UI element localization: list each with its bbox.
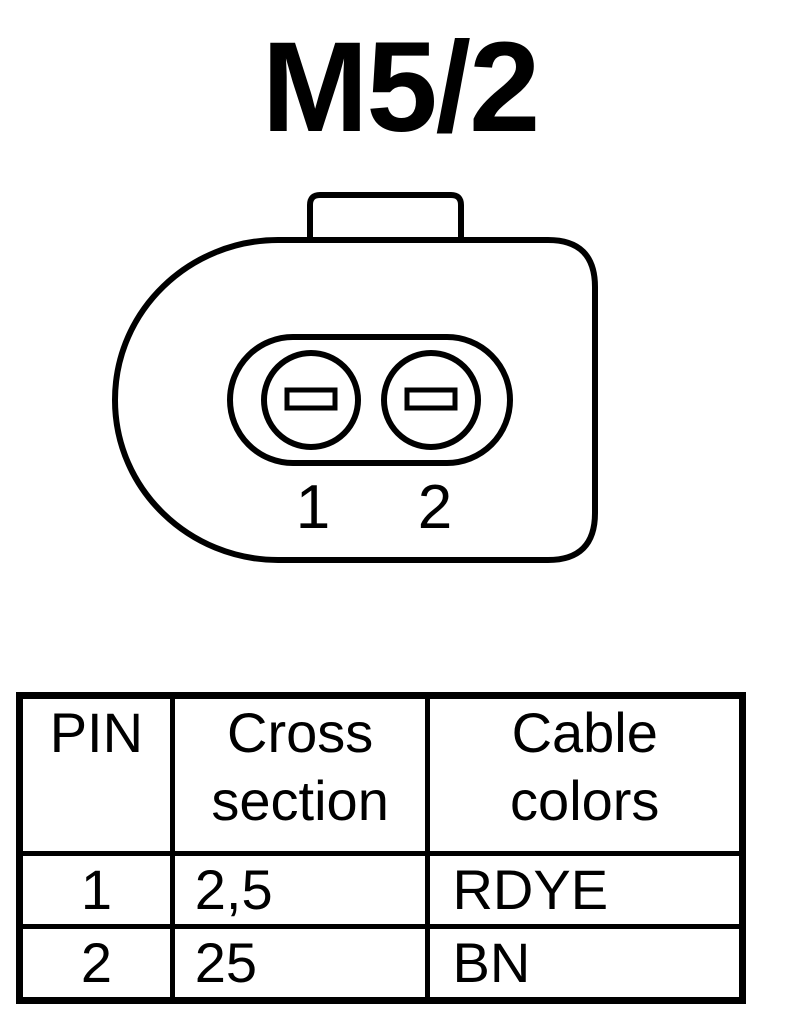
- header-cross-section: Cross section: [169, 693, 431, 856]
- row-2-cable-color: BN: [425, 924, 745, 1003]
- connector-socket-oval: [227, 334, 513, 466]
- pin-2-contact: [381, 350, 481, 450]
- row-1-cable-color: RDYE: [425, 851, 745, 929]
- row-1-cross-section: 2,5: [169, 851, 431, 929]
- connector-latch-tab: [307, 192, 464, 240]
- header-cross-section-line-1: Cross: [227, 701, 374, 764]
- connector-title: M5/2: [261, 16, 541, 159]
- connector-diagram: 1 2: [111, 192, 598, 563]
- header-pin: PIN: [17, 693, 175, 856]
- header-cable-colors: Cable colors: [425, 693, 745, 856]
- pin-1-contact: [261, 350, 361, 450]
- header-cross-section-line-2: section: [211, 769, 389, 832]
- row-2-pin: 2: [17, 924, 175, 1003]
- table-row: 1 2,5 RDYE: [17, 851, 745, 929]
- pin-assignment-table: PIN Cross section Cable colors 1 2,5 RDY…: [16, 692, 746, 1004]
- table-header-row: PIN Cross section Cable colors: [17, 693, 745, 856]
- pin-1-label: 1: [296, 473, 330, 542]
- header-cable-colors-line-1: Cable: [511, 701, 658, 764]
- row-1-pin: 1: [17, 851, 175, 929]
- header-cable-colors-line-2: colors: [510, 769, 660, 832]
- pin-2-label: 2: [418, 473, 452, 542]
- connector-housing: [111, 237, 598, 563]
- table-row: 2 25 BN: [17, 924, 745, 1003]
- row-2-cross-section: 25: [169, 924, 431, 1003]
